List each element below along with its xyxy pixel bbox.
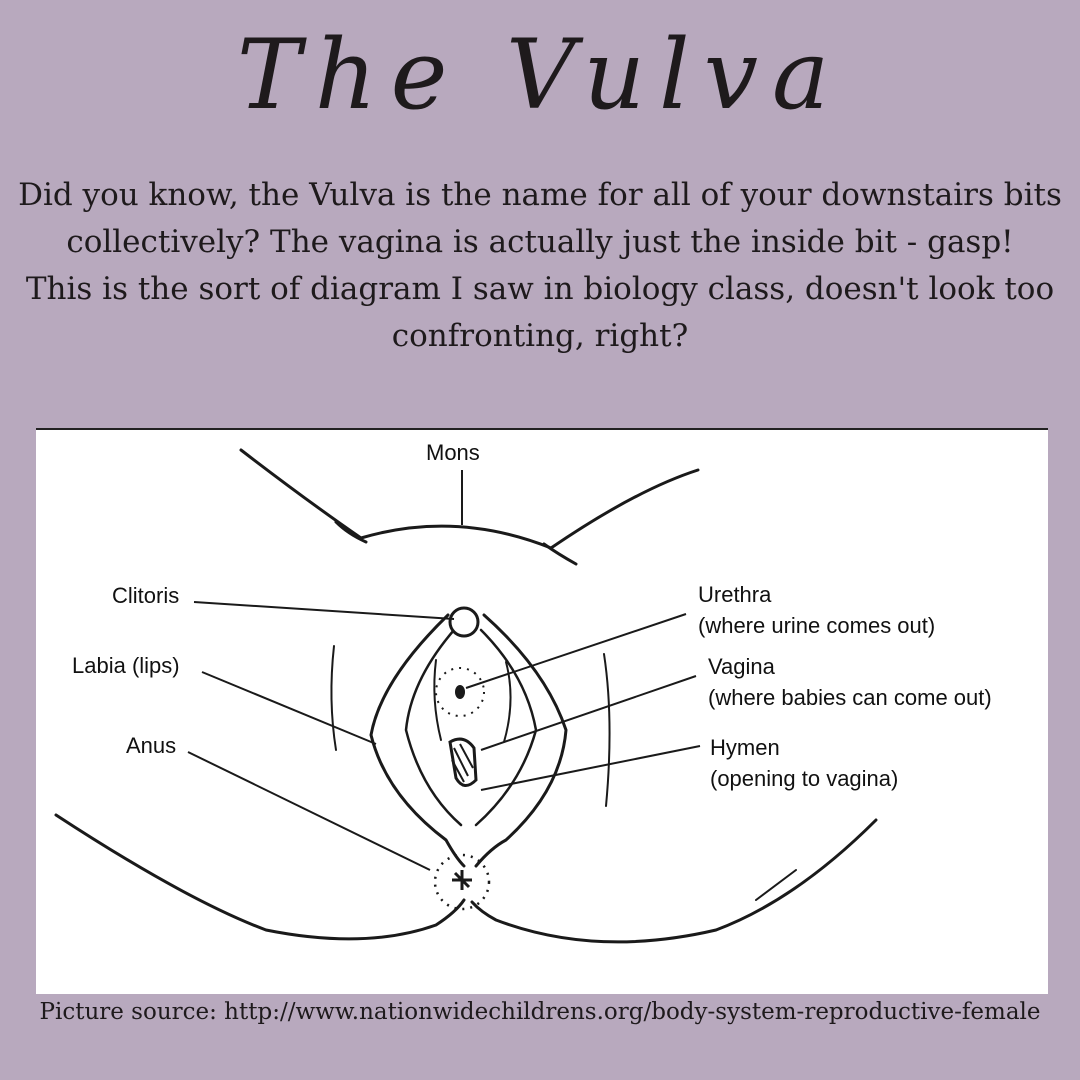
label-urethra-note: (where urine comes out) [698,613,935,638]
anus-leader-line [187,751,431,871]
hymen-leader-line [480,745,701,791]
picture-source-credit: Picture source: http://www.nationwidechi… [39,999,1041,1025]
mons-contour [239,448,700,550]
anatomy-illustration: Mons Clitoris Labia (lips) Anus Urethra … [54,440,992,944]
anatomy-diagram: Mons Clitoris Labia (lips) Anus Urethra … [36,428,1048,994]
urethra-shape [455,685,465,699]
clitoris-shape [448,606,480,638]
label-hymen-note: (opening to vagina) [710,766,898,791]
intro-paragraph-2: This is the sort of diagram I saw in bio… [25,271,1055,354]
vagina-shape [448,737,478,787]
label-vagina-note: (where babies can come out) [708,685,992,710]
label-anus: Anus [126,733,176,758]
label-clitoris: Clitoris [112,583,179,608]
anus-shape [452,870,472,890]
urethra-leader-line [465,613,687,689]
page-title: The Vulva [236,19,844,131]
label-labia: Labia (lips) [72,653,180,678]
outer-labia [369,613,568,868]
label-vagina: Vagina [708,654,776,679]
vagina-leader-line [480,675,697,751]
label-hymen: Hymen [710,735,780,760]
label-urethra: Urethra [698,582,772,607]
label-mons: Mons [426,440,480,465]
intro-text: Did you know, the Vulva is the name for … [10,172,1070,360]
clitoris-leader-line [193,601,455,620]
right-thigh-contour [470,818,878,944]
left-thigh-contour [54,813,466,941]
labia-leader-line [201,671,377,745]
intro-paragraph-1: Did you know, the Vulva is the name for … [18,177,1062,260]
inner-labia [404,628,538,827]
